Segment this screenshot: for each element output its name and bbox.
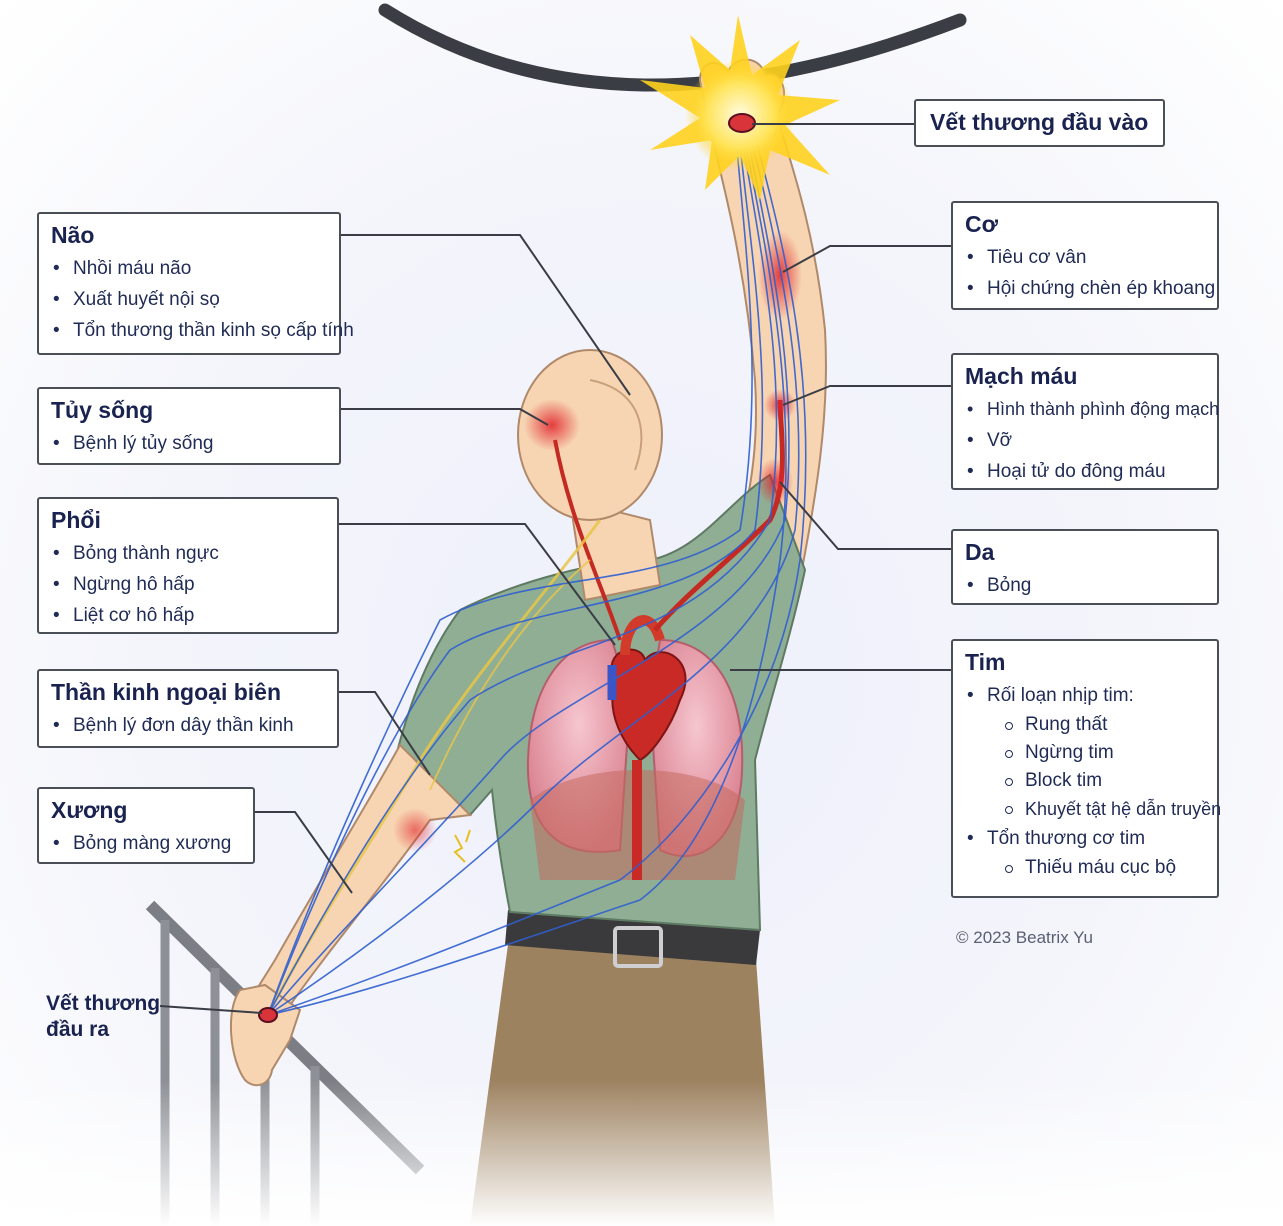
list-item: Liệt cơ hô hấp [51,600,325,631]
list-item: Nhồi máu não [51,253,327,284]
belt-buckle [613,926,663,968]
skin-box: Da Bỏng [951,529,1219,605]
small-spark-icon [453,829,471,863]
entry-wound-box: Vết thương đầu vào [914,99,1165,147]
peripheral-nerve-box: Thần kinh ngoại biên Bệnh lý đơn dây thầ… [37,669,339,748]
exit-wound-line1: Vết thương [46,992,161,1015]
vessels-box: Mạch máu Hình thành phình động mạch Vỡ H… [951,353,1219,490]
head [517,349,663,521]
skin-title: Da [965,539,995,565]
entry-wound-mark [728,113,756,133]
muscle-title: Cơ [965,211,998,237]
list-item: Hoại tử do đông máu [965,456,1205,487]
copyright-notice: © 2023 Beatrix Yu [956,928,1093,947]
lungs-title: Phổi [51,507,101,533]
bone-title: Xương [51,797,128,823]
list-item: Rung thất [965,711,1205,739]
heart-organ [610,648,687,762]
brain-box: Não Nhồi máu não Xuất huyết nội sọ Tổn t… [37,212,354,355]
vessels-title: Mạch máu [965,363,1078,389]
leader-lines [159,123,951,1014]
entry-wound-title: Vết thương đầu vào [930,109,1149,135]
muscle-box: Cơ Tiêu cơ vân Hội chứng chèn ép khoang [951,201,1219,310]
list-item: Bệnh lý đơn dây thần kinh [51,710,325,741]
exit-wound-mark [258,1007,278,1023]
list-item: Bỏng màng xương [51,828,241,859]
list-item: Hình thành phình động mạch [965,394,1219,425]
list-item: Xuất huyết nội sọ [51,284,327,315]
list-item: Rối loạn nhịp tim: [965,680,1205,711]
neck [568,498,662,602]
exit-wound-label: Vết thương đầu ra [46,991,160,1043]
brain-title: Não [51,222,95,248]
current-paths [267,124,807,1016]
list-item: Ngừng tim [965,739,1205,767]
power-line [378,3,967,92]
list-item: Block tim [965,767,1205,795]
list-item: Thiếu máu cục bộ [965,854,1205,882]
list-item: Tiêu cơ vân [965,242,1205,273]
bone-box: Xương Bỏng màng xương [37,787,255,864]
spinal-cord-title: Tủy sống [51,397,154,423]
heart-title: Tim [965,649,1006,675]
lungs-box: Phổi Bỏng thành ngực Ngừng hô hấp Liệt c… [37,497,339,634]
list-item: Bỏng [965,570,1205,601]
heart-box: Tim Rối loạn nhịp tim: Rung thất Ngừng t… [951,639,1221,898]
list-item: Khuyết tật hệ dẫn truyền [965,795,1221,823]
brain-injury [524,399,580,451]
list-item: Ngừng hô hấp [51,569,325,600]
list-item: Tổn thương cơ tim [965,823,1205,854]
list-item: Bỏng thành ngực [51,538,325,569]
list-item: Vỡ [965,425,1205,456]
list-item: Bệnh lý tủy sống [51,428,327,459]
exit-wound-line2: đầu ra [46,1018,110,1041]
list-item: Tổn thương thần kinh sọ cấp tính [51,315,354,346]
spinal-cord-box: Tủy sống Bệnh lý tủy sống [37,387,341,465]
list-item: Hội chứng chèn ép khoang [965,273,1215,304]
peripheral-nerve-title: Thần kinh ngoại biên [51,679,281,705]
